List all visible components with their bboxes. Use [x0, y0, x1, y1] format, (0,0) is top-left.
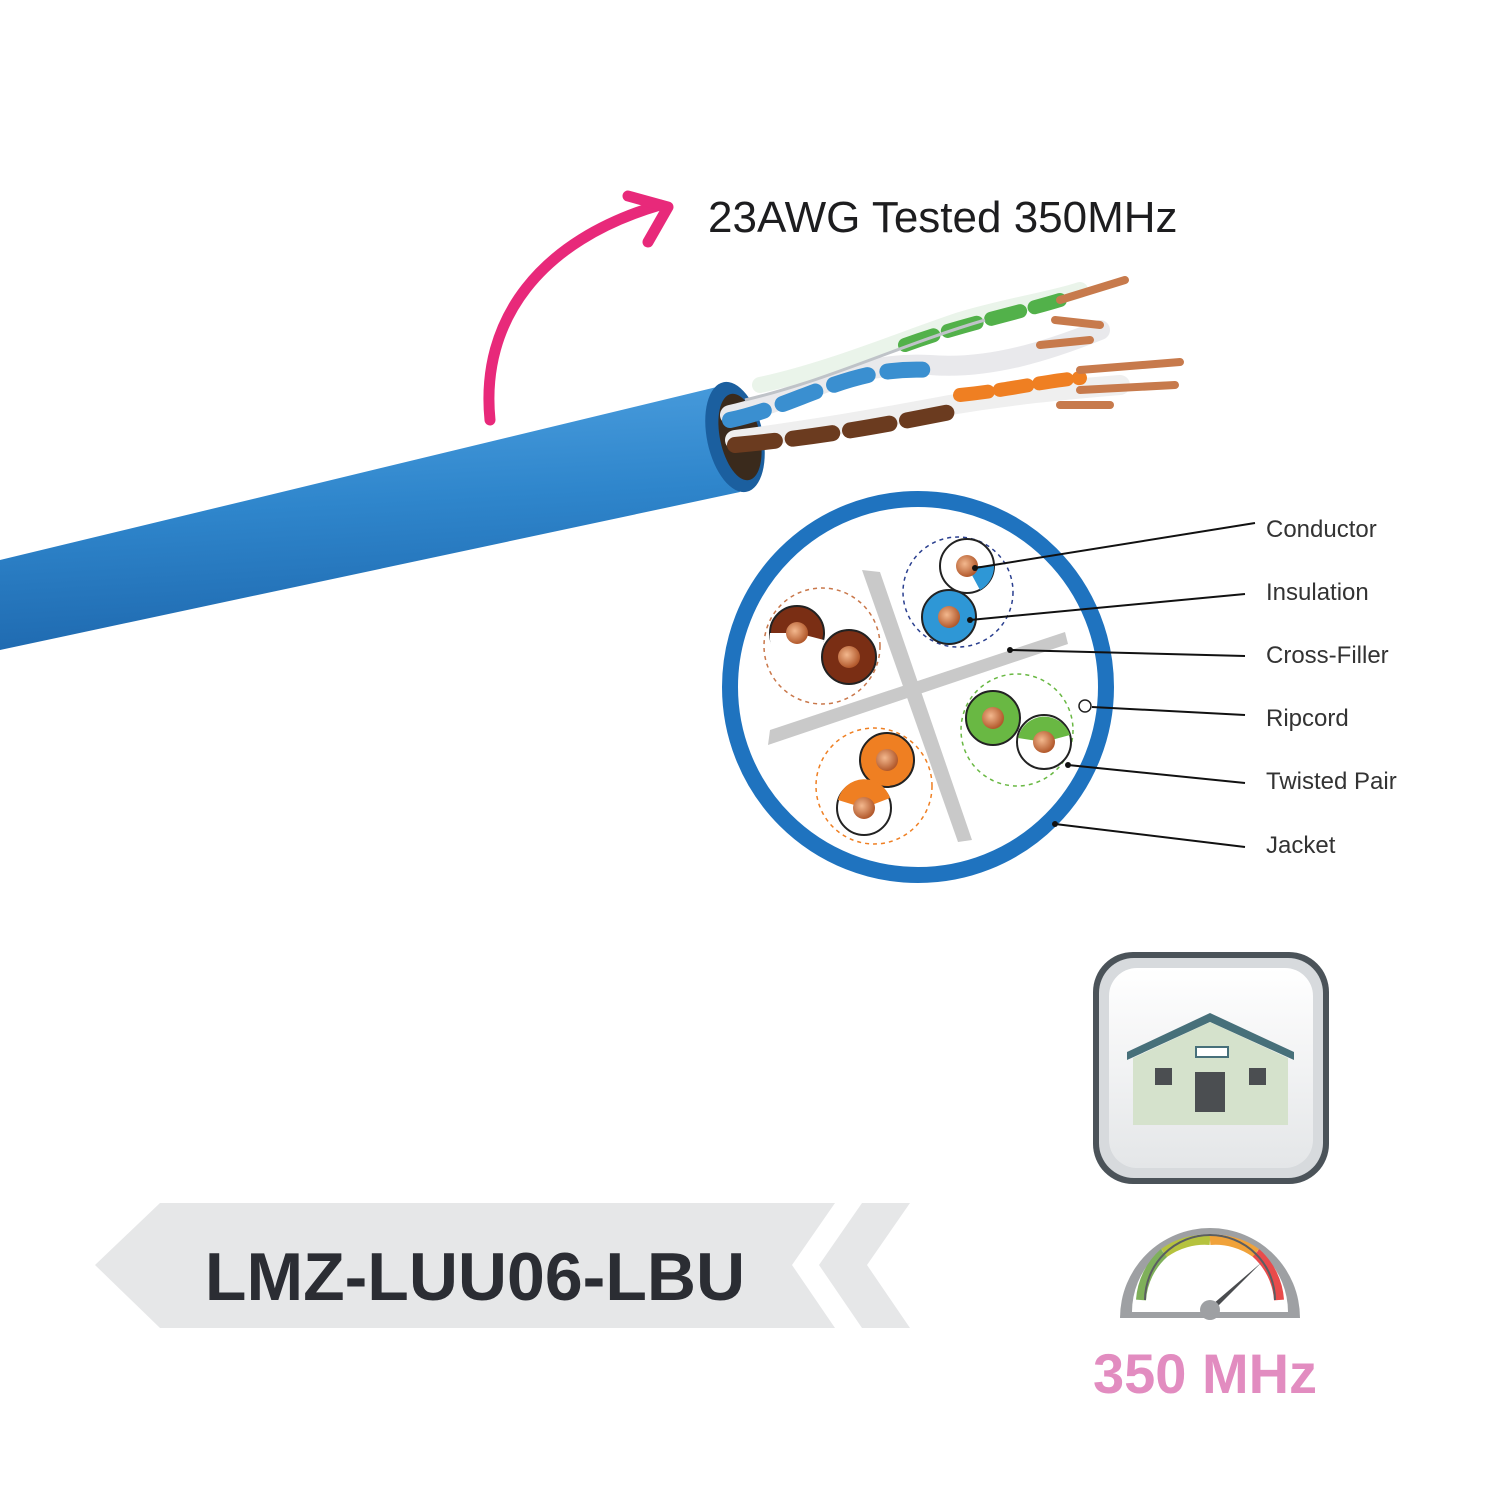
blue-pair-boundary: [902, 536, 1014, 648]
label-twisted-pair: Twisted Pair: [1266, 768, 1397, 795]
label-jacket: Jacket: [1266, 832, 1336, 859]
speed-label: 350 MHz: [1093, 1342, 1317, 1405]
building-icon: [1093, 952, 1329, 1184]
banner-chevron: [819, 1203, 910, 1328]
blue-twisted-pair: [921, 538, 995, 645]
brown-pair-boundary: [763, 587, 881, 705]
banner-shape: [95, 1203, 835, 1328]
cable-jacket: [0, 385, 740, 650]
orange-twisted-pair: [836, 732, 915, 836]
ripcord-marker: [1078, 699, 1092, 713]
leader-lines: [969, 522, 1256, 848]
cable-cross-section: Conductor Insulation Cross-Filler Ripcor…: [722, 491, 1397, 883]
part-number-banner: LMZ-LUU06-LBU: [95, 1203, 910, 1328]
orange-pair-boundary: [815, 727, 933, 845]
speedometer-needle: [1200, 1262, 1262, 1320]
speedometer-icon: [1120, 1228, 1300, 1320]
headline-text: 23AWG Tested 350MHz: [708, 193, 1178, 242]
label-conductor: Conductor: [1266, 516, 1377, 543]
label-ripcord: Ripcord: [1266, 705, 1349, 732]
cable-illustration: [0, 276, 1184, 650]
green-pair-boundary: [960, 673, 1074, 787]
curved-arrow-icon: [483, 190, 674, 426]
green-twisted-pair: [965, 690, 1072, 770]
label-insulation: Insulation: [1266, 579, 1369, 606]
part-number-text: LMZ-LUU06-LBU: [205, 1239, 745, 1315]
exposed-pairs: [720, 276, 1184, 453]
label-cross-filler: Cross-Filler: [1266, 642, 1389, 669]
cross-filler: [768, 570, 1068, 842]
brown-twisted-pair: [769, 605, 877, 685]
